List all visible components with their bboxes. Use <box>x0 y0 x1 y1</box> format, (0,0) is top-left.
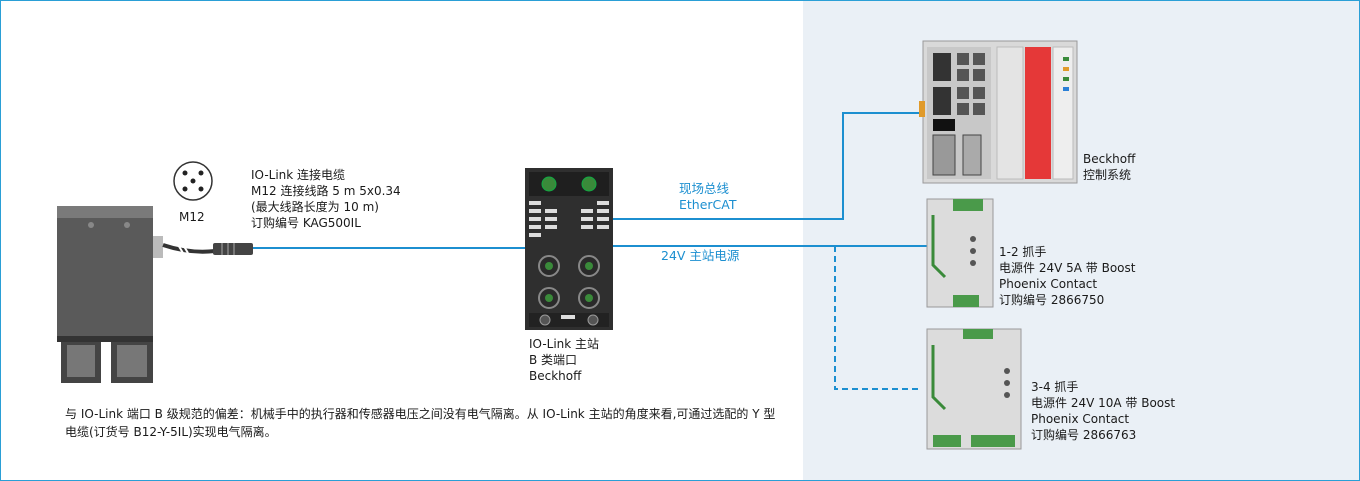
power-supply-line-label: 24V 主站电源 <box>661 248 740 263</box>
controller-label-line: 控制系统 <box>1083 168 1132 182</box>
cable-label-line: M12 连接线路 5 m 5x0.34 <box>251 184 401 198</box>
iolink-cable <box>162 242 253 255</box>
fieldbus-label-line: 现场总线 <box>679 181 730 196</box>
isolation-note: 与 IO-Link 端口 B 级规范的偏差：机械手中的执行器和传感器电压之间没有… <box>65 407 776 439</box>
controller-label: Beckhoff 控制系统 <box>1083 151 1135 183</box>
psu1-label-line: 订购编号 2866750 <box>999 293 1105 307</box>
power-supply-2 <box>926 328 1022 450</box>
master-label-line: IO-Link 主站 <box>529 337 600 351</box>
fieldbus-label-line: EtherCAT <box>679 197 737 212</box>
iolink-master-module <box>525 168 613 330</box>
cable-label-line: IO-Link 连接电缆 <box>251 168 346 182</box>
power-supply-1 <box>926 198 994 308</box>
power-line-dashed <box>834 246 921 390</box>
master-label-line: B 类端口 <box>529 353 578 367</box>
psu2-label-line: 订购编号 2866763 <box>1031 428 1137 442</box>
master-label: IO-Link 主站 B 类端口 Beckhoff <box>529 336 599 384</box>
psu1-label-line: 电源件 24V 5A 带 Boost <box>999 261 1136 275</box>
psu2-label-line: Phoenix Contact <box>1031 412 1130 426</box>
psu2-label-line: 3-4 抓手 <box>1031 380 1079 394</box>
controller-label-line: Beckhoff <box>1083 152 1136 166</box>
fieldbus-label: 现场总线 EtherCAT <box>679 181 737 213</box>
control-cabinet-panel <box>803 1 1359 480</box>
master-label-line: Beckhoff <box>529 369 582 383</box>
cable-label-line: (最大线路长度为 10 m) <box>251 200 379 214</box>
beckhoff-controller <box>919 40 1078 184</box>
cable-label-line: 订购编号 KAG500IL <box>251 216 361 230</box>
connection-lines <box>253 112 927 390</box>
m12-pin-icon <box>173 161 213 201</box>
psu1-label: 1-2 抓手 电源件 24V 5A 带 Boost Phoenix Contac… <box>999 244 1135 308</box>
psu1-label-line: Phoenix Contact <box>999 277 1098 291</box>
m12-connector-label: M12 <box>179 210 205 224</box>
psu1-label-line: 1-2 抓手 <box>999 245 1047 259</box>
psu2-label-line: 电源件 24V 10A 带 Boost <box>1031 396 1176 410</box>
gripper-device <box>57 206 163 383</box>
cable-label: IO-Link 连接电缆 M12 连接线路 5 m 5x0.34 (最大线路长度… <box>251 167 401 231</box>
psu2-label: 3-4 抓手 电源件 24V 10A 带 Boost Phoenix Conta… <box>1031 379 1175 443</box>
ethercat-line <box>613 112 923 220</box>
